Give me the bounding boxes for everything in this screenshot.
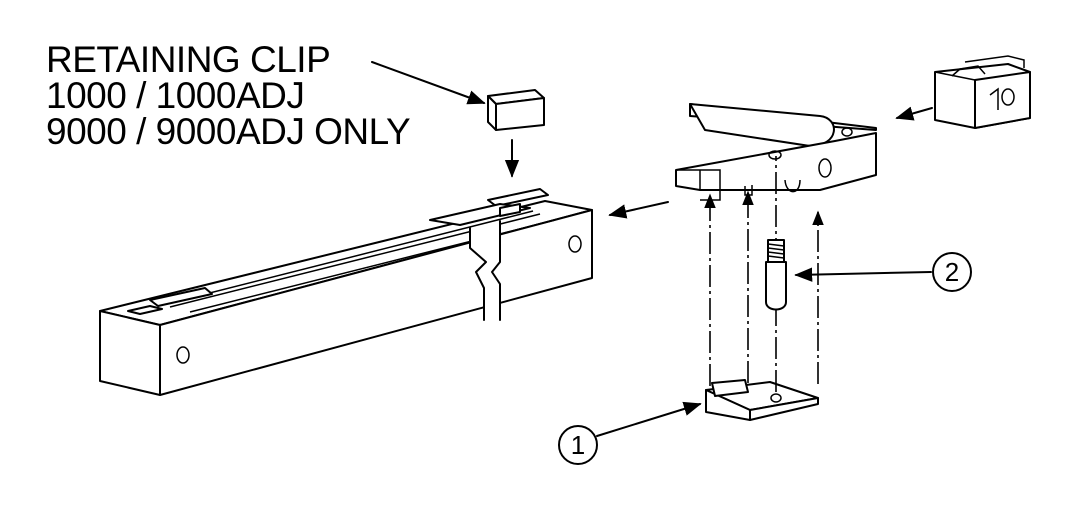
closer-body-part <box>99 188 593 396</box>
retaining-clip-part <box>487 89 545 131</box>
bottom-plate-part <box>705 379 819 421</box>
end-cap-arrow <box>895 106 933 121</box>
note-leader-arrow <box>371 61 486 105</box>
callout-2: 2 <box>794 252 972 292</box>
mounting-bracket-part <box>675 103 877 201</box>
callout-2-label: 2 <box>945 257 959 287</box>
body-mount-arrow <box>608 201 669 219</box>
callout-1-label: 1 <box>571 430 585 460</box>
note-line-3: 9000 / 9000ADJ ONLY <box>46 111 411 152</box>
end-cap-part <box>934 55 1031 129</box>
note-line-1: RETAINING CLIP <box>46 39 331 80</box>
callout-1: 1 <box>558 401 702 465</box>
retaining-clip-note: RETAINING CLIP 1000 / 1000ADJ 9000 / 900… <box>46 39 411 152</box>
note-line-2: 1000 / 1000ADJ <box>46 75 305 116</box>
pin-screw-part <box>765 239 787 311</box>
